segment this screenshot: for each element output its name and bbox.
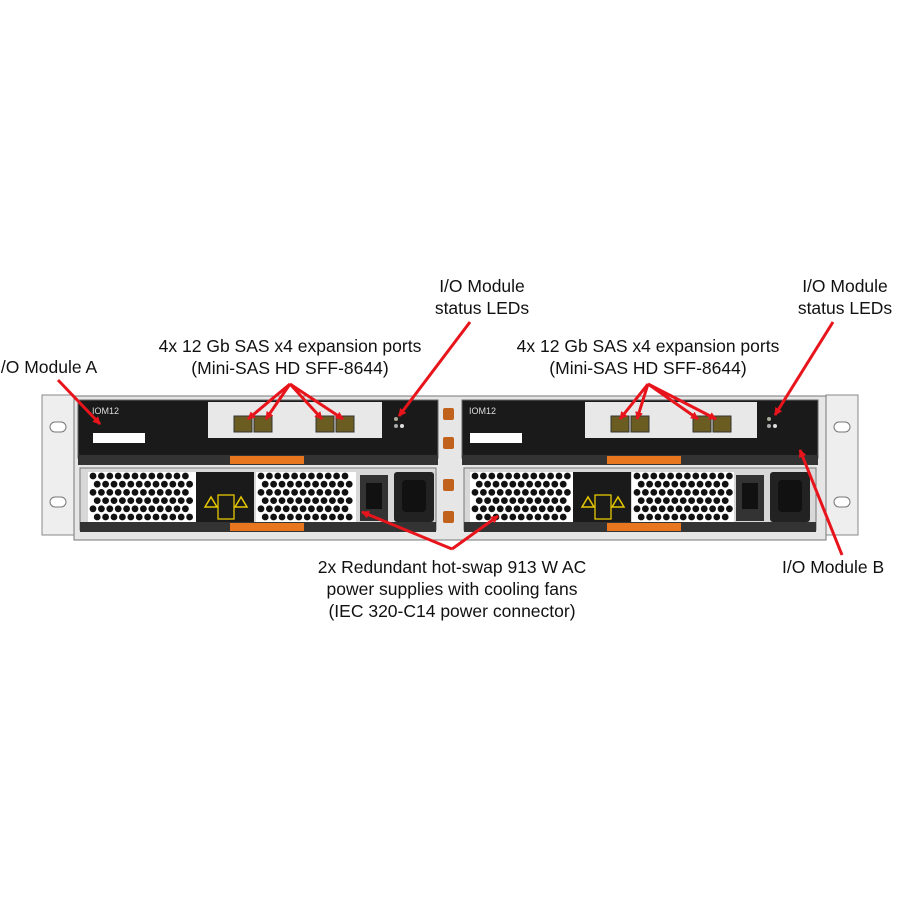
callout-sas-ports-right: 4x 12 Gb SAS x4 expansion ports (Mini-SA… — [488, 335, 808, 379]
callout-line: (Mini-SAS HD SFF-8644) — [549, 358, 747, 378]
arrow-sas-port — [247, 382, 291, 421]
status-led — [400, 424, 404, 428]
warning-label-panel — [573, 472, 631, 526]
fan-grille — [470, 472, 573, 522]
arrow-sas-port — [288, 382, 324, 421]
callout-line: I/O Module — [439, 276, 525, 296]
fan-grille — [88, 472, 196, 522]
module-label-b: IOM12 — [469, 406, 496, 416]
callout-line: I/O Module — [802, 276, 888, 296]
arrow-io-module-b — [798, 449, 844, 556]
power-supply-a[interactable] — [79, 467, 437, 532]
warning-icon — [203, 495, 249, 508]
callout-line: (IEC 320-C14 power connector) — [328, 601, 576, 621]
callout-line: 4x 12 Gb SAS x4 expansion ports — [516, 336, 780, 356]
callout-line: 2x Redundant hot-swap 913 W AC — [317, 557, 587, 577]
io-module-a[interactable]: IOM12 — [77, 399, 439, 465]
release-tab[interactable] — [230, 523, 304, 531]
arrow-sas-port — [618, 383, 650, 420]
callout-line: status LEDs — [797, 298, 893, 318]
fan-grille — [632, 472, 734, 522]
arrow-psu-b — [451, 514, 499, 551]
arrow-sas-port — [647, 382, 717, 421]
sas-port[interactable] — [233, 415, 253, 433]
status-led — [773, 424, 777, 428]
sas-port[interactable] — [253, 415, 273, 433]
sas-port[interactable] — [630, 415, 650, 433]
center-indicators — [443, 408, 454, 523]
status-led — [767, 424, 771, 428]
arrow-io-module-a — [56, 378, 102, 426]
callout-line: 4x 12 Gb SAS x4 expansion ports — [158, 336, 422, 356]
arrow-status-leds-right — [773, 321, 835, 416]
callout-line: (Mini-SAS HD SFF-8644) — [191, 358, 389, 378]
sas-port[interactable] — [335, 415, 355, 433]
status-led — [394, 417, 398, 421]
serial-label — [93, 433, 145, 443]
callout-io-module-a: I/O Module A — [0, 357, 98, 377]
warning-icon — [580, 495, 626, 508]
status-led — [767, 417, 771, 421]
callout-arrows — [56, 321, 844, 556]
arrow-psu-a — [361, 510, 453, 551]
fan-grille — [256, 472, 356, 522]
serial-label — [470, 433, 522, 443]
rack-ear-right — [825, 394, 859, 536]
callout-line: power supplies with cooling fans — [326, 579, 578, 599]
hazard-icon — [594, 494, 612, 520]
release-tab[interactable] — [230, 456, 304, 464]
arrow-status-leds-left — [397, 321, 472, 417]
callout-status-leds-left: I/O Module status LEDs — [402, 275, 562, 319]
rack-ear-left — [41, 394, 75, 536]
hazard-icon — [217, 494, 235, 520]
arrow-sas-port — [289, 382, 344, 421]
arrow-sas-port — [635, 383, 650, 420]
release-tab[interactable] — [607, 456, 681, 464]
sas-port[interactable] — [692, 415, 712, 433]
callout-sas-ports-left: 4x 12 Gb SAS x4 expansion ports (Mini-SA… — [130, 335, 450, 379]
warning-label-panel — [196, 472, 254, 526]
sas-port[interactable] — [315, 415, 335, 433]
sas-port[interactable] — [712, 415, 732, 433]
callout-power-supplies: 2x Redundant hot-swap 913 W AC power sup… — [282, 556, 622, 622]
callout-line: status LEDs — [434, 298, 530, 318]
module-label-a: IOM12 — [92, 406, 119, 416]
release-tab[interactable] — [607, 523, 681, 531]
callout-io-module-b: I/O Module B — [782, 557, 885, 577]
arrow-sas-port — [264, 383, 292, 420]
callout-status-leds-right: I/O Module status LEDs — [765, 275, 900, 319]
status-led — [394, 424, 398, 428]
power-supply-b[interactable] — [463, 467, 817, 532]
